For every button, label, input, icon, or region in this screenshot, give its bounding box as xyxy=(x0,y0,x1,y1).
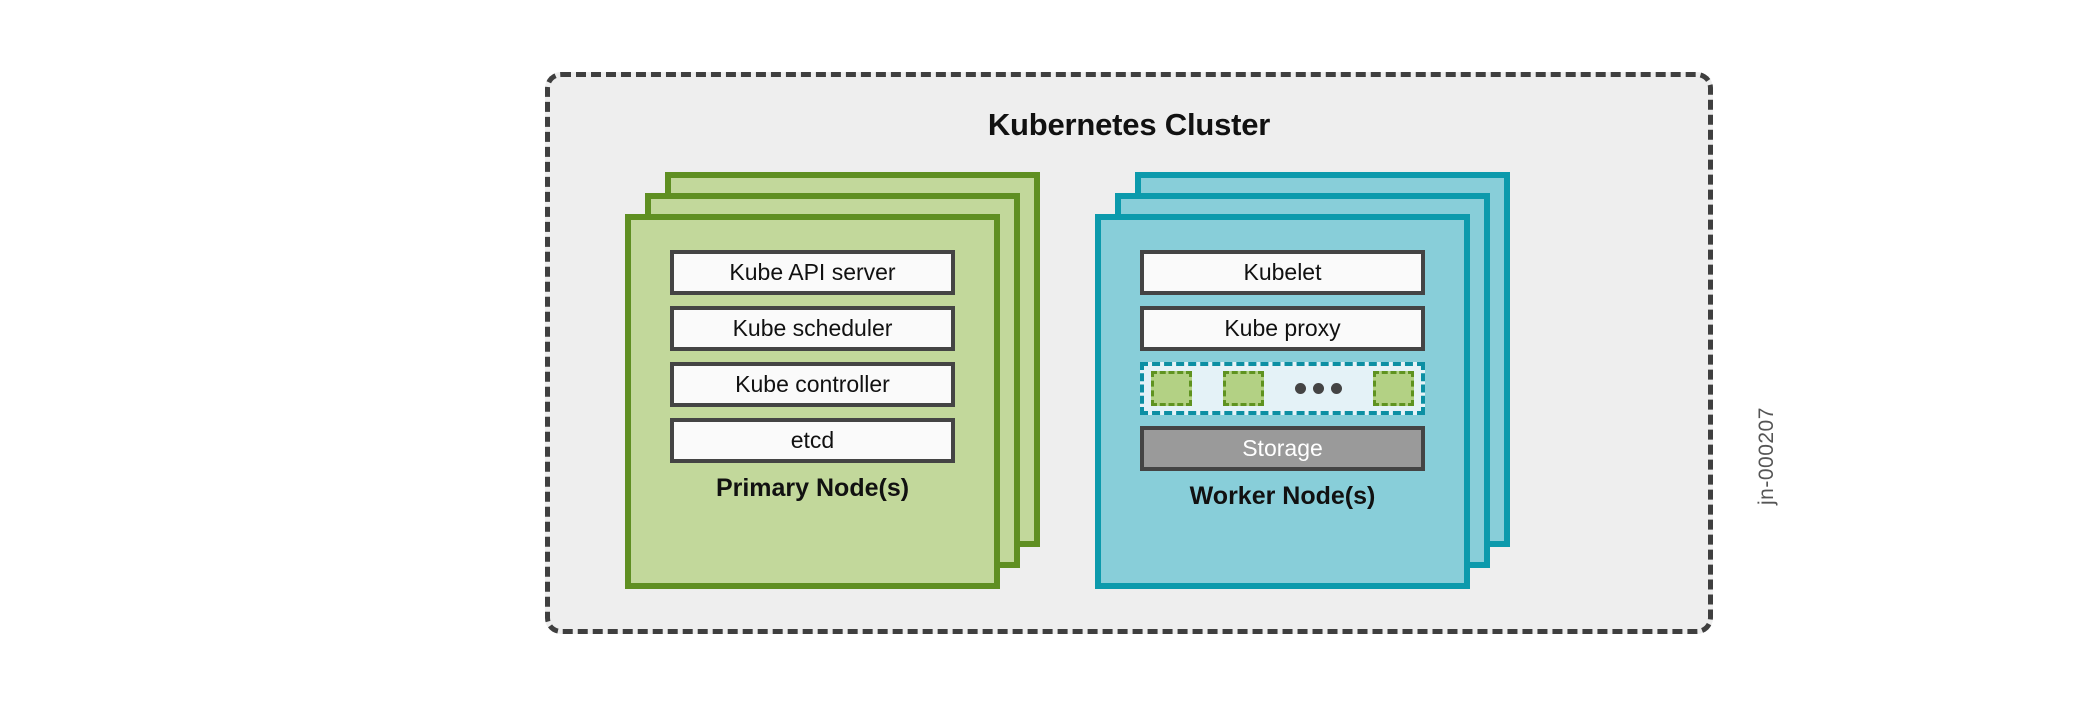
kubernetes-cluster-container: Kubernetes Cluster Kube API server Kube … xyxy=(545,72,1713,634)
component-label: etcd xyxy=(790,427,835,453)
component-storage[interactable]: Storage xyxy=(1140,426,1425,471)
ellipsis-dot xyxy=(1313,383,1324,394)
pod-item[interactable] xyxy=(1151,371,1192,406)
component-kube-scheduler[interactable]: Kube scheduler xyxy=(670,306,955,351)
worker-node-contents: Kubelet Kube proxy Storage xyxy=(1095,214,1470,589)
ellipsis-dot xyxy=(1295,383,1306,394)
primary-node-label: Primary Node(s) xyxy=(715,474,910,502)
component-kubelet[interactable]: Kubelet xyxy=(1140,250,1425,295)
cluster-title: Kubernetes Cluster xyxy=(987,107,1271,142)
ellipsis-dot xyxy=(1331,383,1342,394)
component-label: Kube proxy xyxy=(1224,315,1341,341)
component-kube-proxy[interactable]: Kube proxy xyxy=(1140,306,1425,351)
watermark-label: jn-000207 xyxy=(1755,407,1778,505)
worker-node-label: Worker Node(s) xyxy=(1189,482,1376,510)
worker-node-stack: Kubelet Kube proxy Storage xyxy=(1095,172,1515,592)
component-label: Kube controller xyxy=(735,371,890,397)
component-label: Kube API server xyxy=(729,259,896,285)
primary-node-contents: Kube API server Kube scheduler Kube cont… xyxy=(625,214,1000,589)
pod-item[interactable] xyxy=(1223,371,1264,406)
primary-node-stack: Kube API server Kube scheduler Kube cont… xyxy=(625,172,1045,592)
pod-group xyxy=(1140,362,1425,415)
component-label: Kubelet xyxy=(1243,259,1322,285)
component-kube-controller[interactable]: Kube controller xyxy=(670,362,955,407)
component-etcd[interactable]: etcd xyxy=(670,418,955,463)
component-label: Kube scheduler xyxy=(732,315,893,341)
pod-item[interactable] xyxy=(1373,371,1414,406)
component-label: Storage xyxy=(1242,435,1323,461)
component-kube-api-server[interactable]: Kube API server xyxy=(670,250,955,295)
pod-ellipsis-icon xyxy=(1295,383,1342,394)
